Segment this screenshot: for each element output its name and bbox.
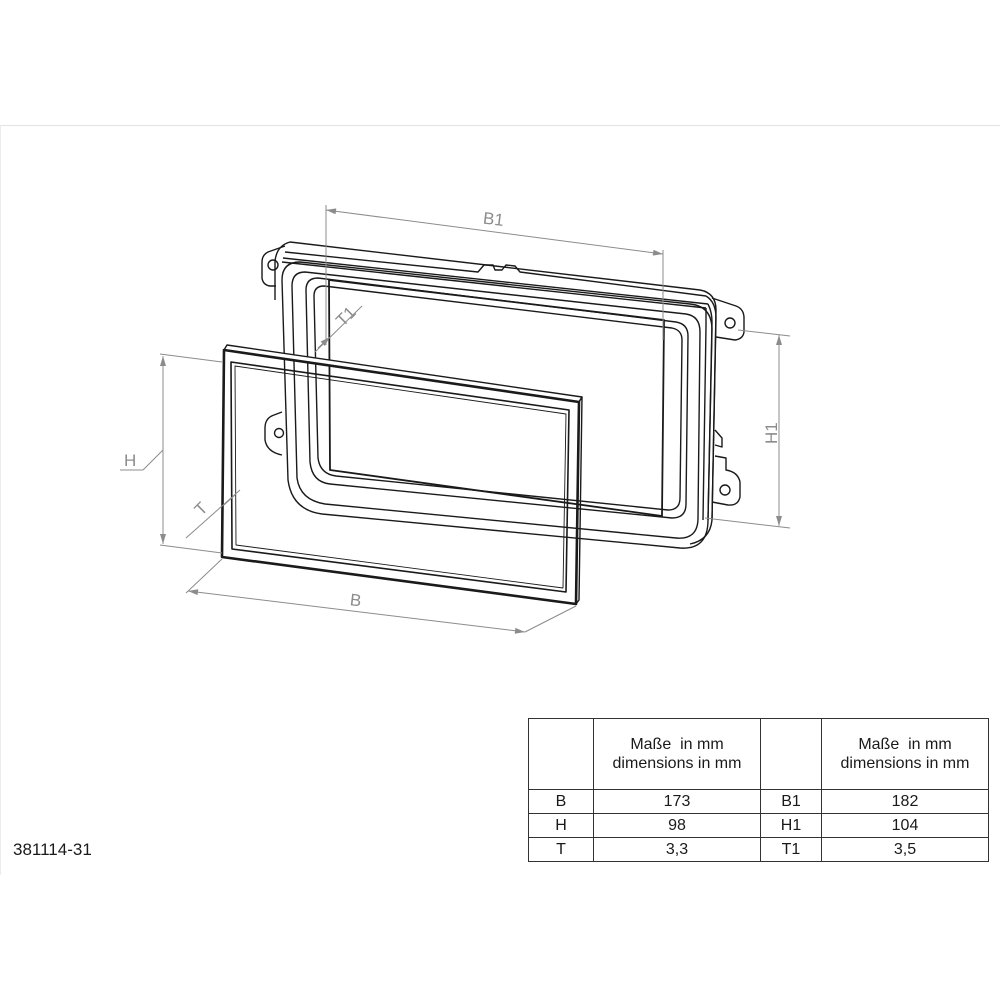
header-empty-cell [528, 718, 594, 790]
dimensions-table: Maße in mm dimensions in mm Maße in mm d… [528, 718, 989, 862]
dimension-value: 3,5 [821, 837, 989, 862]
trim-frame [220, 344, 583, 606]
dimension-key: B1 [760, 789, 822, 814]
table-row: T 3,3 T1 3,5 [528, 837, 989, 862]
table-row: B 173 B1 182 [528, 789, 989, 814]
dimension-label-h1: H1 [762, 422, 781, 444]
part-number: 381114-31 [13, 840, 92, 859]
housing-frame [261, 241, 745, 549]
header-label-en: dimensions in mm [612, 755, 742, 772]
header-dimensions-cell: Maße in mm dimensions in mm [593, 718, 761, 790]
dimension-key: B [528, 789, 594, 814]
dimension-label-b1: B1 [482, 209, 505, 230]
dimension-value: 104 [821, 813, 989, 838]
dimension-label-b: B [349, 590, 363, 610]
dimension-key: H [528, 813, 594, 838]
dimension-lines [120, 205, 791, 634]
table-row: H 98 H1 104 [528, 813, 989, 838]
header-label-de: Maße in mm [858, 736, 952, 753]
dimension-key: H1 [760, 813, 822, 838]
header-label-en: dimensions in mm [840, 755, 970, 772]
dimension-value: 3,3 [593, 837, 761, 862]
dimension-value: 98 [593, 813, 761, 838]
header-dimensions-cell: Maße in mm dimensions in mm [821, 718, 989, 790]
dimension-label-t1: T1 [332, 303, 359, 330]
dimension-value: 182 [821, 789, 989, 814]
header-empty-cell [760, 718, 822, 790]
drawing-sheet [0, 125, 1000, 875]
dimension-value: 173 [593, 789, 761, 814]
dimension-label-t: T [191, 499, 212, 520]
table-header-row: Maße in mm dimensions in mm Maße in mm d… [528, 718, 989, 790]
header-label-de: Maße in mm [630, 736, 724, 753]
dimension-key: T1 [760, 837, 822, 862]
dimension-label-h: H [124, 451, 136, 470]
dimension-key: T [528, 837, 594, 862]
